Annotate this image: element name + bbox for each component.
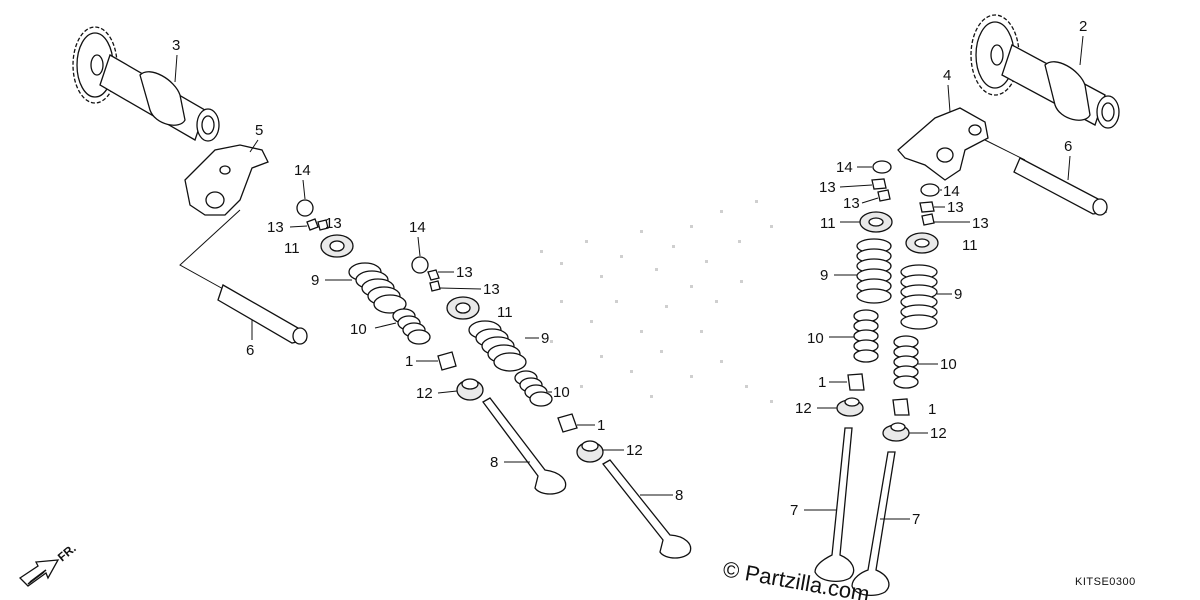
callout-retainer-3: 11 [820, 215, 836, 232]
callout-retainer-2: 11 [497, 304, 513, 321]
rocker-arm-right [897, 107, 989, 181]
valve-group-right-a [814, 160, 893, 583]
callout-cotter-3a: 13 [819, 179, 836, 196]
callout-retainer-1: 11 [284, 240, 300, 257]
diagram-code: KITSE0300 [1075, 576, 1136, 588]
callout-seal-3: 1 [818, 374, 826, 391]
callout-camshaft-right: 2 [1079, 18, 1087, 35]
valve-group-left-b [411, 256, 692, 559]
callout-seat-1: 12 [416, 385, 433, 402]
callout-outer-spring-1: 9 [311, 272, 319, 289]
callout-cotter-4b: 13 [972, 215, 989, 232]
callout-cotter-2b: 13 [483, 281, 500, 298]
rocker-arm-left [184, 144, 269, 216]
callout-seat-4: 12 [930, 425, 947, 442]
callout-seat-2: 12 [626, 442, 643, 459]
front-direction-label: FR. [55, 541, 79, 564]
background-dot-pattern [540, 200, 773, 403]
callout-valve-left-b: 8 [675, 487, 683, 504]
front-direction-arrow-icon [18, 559, 60, 587]
callout-cap-1: 14 [294, 162, 311, 179]
callout-cap-4: 14 [943, 183, 960, 200]
camshaft-left [72, 26, 220, 142]
callout-inner-spring-1: 10 [350, 321, 367, 338]
rocker-shaft-left [217, 284, 308, 345]
callout-valve-right-a: 7 [790, 502, 798, 519]
callout-outer-spring-3: 9 [820, 267, 828, 284]
callout-outer-spring-4: 9 [954, 286, 962, 303]
callout-cap-2: 14 [409, 219, 426, 236]
callout-rocker-right: 4 [943, 67, 951, 84]
camshaft-right [970, 14, 1120, 129]
valve-group-right-b [851, 183, 940, 597]
callout-seal-4: 1 [928, 401, 936, 418]
valve-group-left-a [296, 199, 567, 495]
callout-cotter-4a: 13 [947, 199, 964, 216]
callout-inner-spring-2: 10 [553, 384, 570, 401]
callout-shaft-right: 6 [1064, 138, 1072, 155]
callout-shaft-left: 6 [246, 342, 254, 359]
callout-valve-left-a: 8 [490, 454, 498, 471]
callout-inner-spring-4: 10 [940, 356, 957, 373]
callout-outer-spring-2: 9 [541, 330, 549, 347]
callout-cotter-3b: 13 [843, 195, 860, 212]
callout-cap-3: 14 [836, 159, 853, 176]
callout-inner-spring-3: 10 [807, 330, 824, 347]
callout-valve-right-b: 7 [912, 511, 920, 528]
callout-seal-2: 1 [597, 417, 605, 434]
callout-cotter-1b: 13 [267, 219, 284, 236]
rocker-shaft-right [1013, 157, 1108, 216]
callout-seat-3: 12 [795, 400, 812, 417]
callout-seal-1: 1 [405, 353, 413, 370]
callout-rocker-left: 5 [255, 122, 263, 139]
callout-cotter-2a: 13 [456, 264, 473, 281]
callout-retainer-4: 11 [962, 237, 978, 254]
callout-camshaft-left: 3 [172, 37, 180, 54]
callout-cotter-1a: 13 [325, 215, 342, 232]
